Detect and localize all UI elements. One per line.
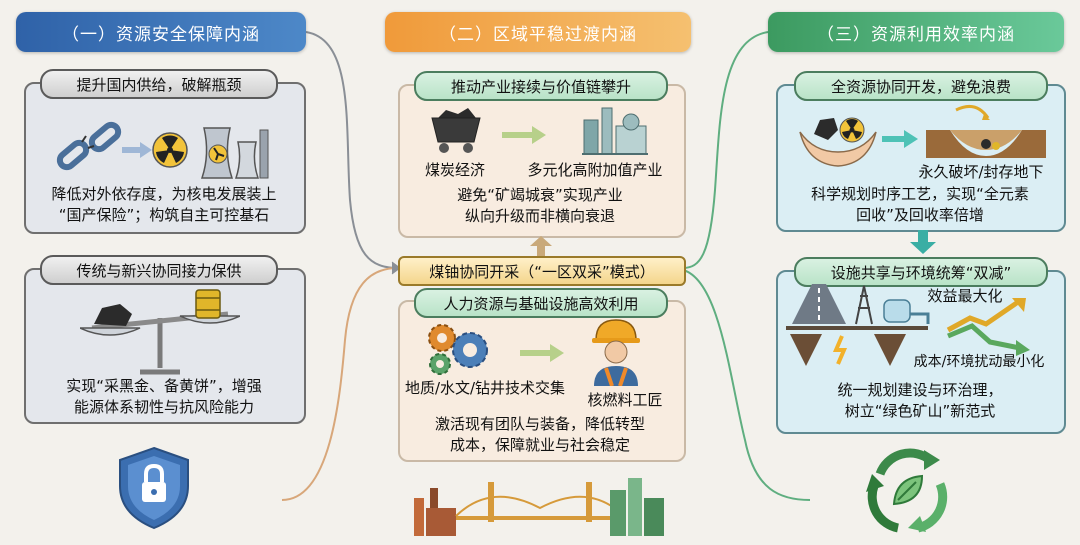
hands-resource-icon <box>799 117 877 167</box>
header-resource-security: （一）资源安全保障内涵 <box>16 12 306 52</box>
middle-label-tech-intersection: 地质/水文/钻井技术交集 <box>404 379 566 397</box>
left-box-relay-text-1: 实现“采黑金、备黄饼”，增强 <box>66 377 262 395</box>
left-box-relay-title: 传统与新兴协同接力保供 <box>40 255 278 285</box>
middle-label-coal-economy: 煤炭经济 <box>424 161 485 179</box>
city-bridge-icon <box>414 478 664 536</box>
right-box-full-resource-title: 全资源协同开发，避免浪费 <box>794 71 1048 101</box>
infrastructure-icon <box>786 284 930 366</box>
right-box-shared-facilities-title: 设施共享与环境统筹“双减” <box>794 257 1048 287</box>
left-box-supply-text-1: 降低对外依存度，为核电发展装上 <box>51 185 277 203</box>
right-box-shared-facilities-text-1: 统一规划建设与环治理， <box>837 381 1003 399</box>
radiation-icon <box>152 132 188 168</box>
balance-scale-icon <box>80 289 240 375</box>
security-shield-icon <box>119 446 189 530</box>
factory-icon <box>582 107 648 155</box>
middle-label-diversified-industry: 多元化高附加值产业 <box>527 161 663 179</box>
right-label-benefit-maximize: 效益最大化 <box>927 287 1003 305</box>
arrow-right-icon <box>882 130 918 148</box>
middle-box-industry-text-1: 避免“矿竭城衰”实现产业 <box>457 186 623 204</box>
middle-box-human-text-2: 成本，保障就业与社会稳定 <box>449 436 630 454</box>
middle-box-human-title: 人力资源与基础设施高效利用 <box>414 288 668 318</box>
trend-arrows-icon <box>946 298 1030 356</box>
arrow-down-icon <box>910 230 936 254</box>
right-box-full-resource-text-2: 回收”及回收率倍增 <box>856 206 984 224</box>
left-box-supply <box>24 82 306 234</box>
arrow-right-icon <box>520 344 564 362</box>
left-box-supply-text-2: “国产保险”；构筑自主可控基石 <box>58 206 270 224</box>
arrow-up-icon <box>530 236 552 256</box>
middle-label-nuclear-craftsman: 核燃料工匠 <box>587 391 663 409</box>
left-box-relay-text-2: 能源体系韧性与抗风险能力 <box>73 398 254 416</box>
recycle-leaf-icon <box>866 448 948 533</box>
arrow-right-icon <box>502 126 546 144</box>
middle-box-human-text-1: 激活现有团队与装备，降低转型 <box>434 415 645 433</box>
right-box-shared-facilities-text-2: 树立“绿色矿山”新范式 <box>844 402 996 420</box>
coal-cart-icon <box>431 108 481 153</box>
middle-box-industry-title: 推动产业接续与价值链攀升 <box>414 71 668 101</box>
header-regional-transition: （二）区域平稳过渡内涵 <box>385 12 691 52</box>
ground-pit-icon <box>926 104 1046 158</box>
left-box-relay <box>24 268 306 424</box>
right-box-full-resource-text-1: 科学规划时序工艺，实现“全元素 <box>811 185 1029 203</box>
left-box-supply-title: 提升国内供给，破解瓶颈 <box>40 69 278 99</box>
worker-icon <box>592 319 640 386</box>
center-mode-label: 煤铀协同开采（“一区双采”模式） <box>398 256 686 286</box>
gears-icon <box>428 324 488 375</box>
nuclear-plant-icon <box>200 127 269 179</box>
broken-chain-icon <box>56 121 122 171</box>
middle-box-industry <box>398 84 686 238</box>
middle-box-industry-text-2: 纵向升级而非横向衰退 <box>464 207 615 225</box>
arrow-right-icon <box>122 142 152 158</box>
right-label-permanent-damage: 永久破坏/封存地下 <box>918 163 1044 181</box>
header-resource-efficiency: （三）资源利用效率内涵 <box>768 12 1064 52</box>
right-label-cost-minimize: 成本/环境扰动最小化 <box>913 354 1045 370</box>
